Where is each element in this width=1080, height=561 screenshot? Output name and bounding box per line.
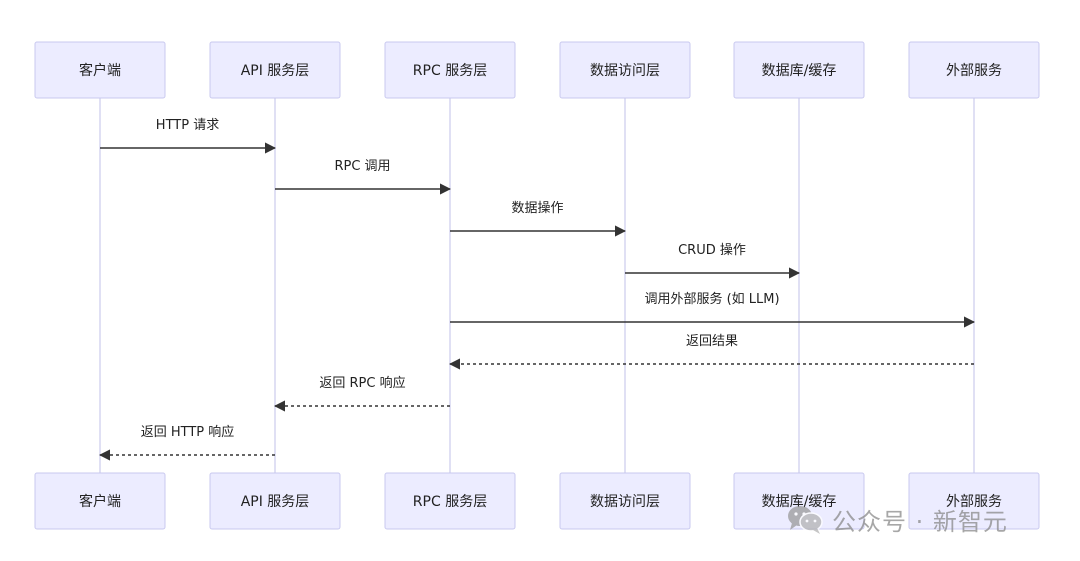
participant-box bbox=[559, 472, 691, 530]
participant-client-bottom: 客户端 bbox=[34, 472, 166, 530]
participant-label: 客户端 bbox=[79, 62, 121, 79]
participant-label: API 服务层 bbox=[241, 63, 310, 79]
message-label: 返回 HTTP 响应 bbox=[141, 424, 235, 440]
participant-label: API 服务层 bbox=[241, 494, 310, 510]
participant-box bbox=[908, 472, 1040, 530]
participant-rpc-top: RPC 服务层 bbox=[384, 41, 516, 99]
participant-box bbox=[733, 41, 865, 99]
participant-ext-bottom: 外部服务 bbox=[908, 472, 1040, 530]
participant-db-bottom: 数据库/缓存 bbox=[733, 472, 865, 530]
message-label: CRUD 操作 bbox=[678, 242, 746, 258]
participant-client-top: 客户端 bbox=[34, 41, 166, 99]
participant-dal-bottom: 数据访问层 bbox=[559, 472, 691, 530]
message-label: 返回结果 bbox=[686, 334, 738, 349]
participant-label: 数据库/缓存 bbox=[762, 63, 837, 79]
message-3: 数据操作 bbox=[450, 200, 627, 237]
watermark: 公众号 · 新智元 bbox=[786, 499, 1008, 539]
watermark-text: 公众号 · 新智元 bbox=[832, 507, 1008, 536]
participant-box bbox=[34, 472, 166, 530]
participant-label: 外部服务 bbox=[946, 63, 1002, 79]
participant-box bbox=[209, 41, 341, 99]
message-label: 返回 RPC 响应 bbox=[319, 375, 405, 391]
participant-ext-top: 外部服务 bbox=[908, 41, 1040, 99]
message-5: 调用外部服务 (如 LLM) bbox=[450, 291, 976, 328]
participant-label: 数据访问层 bbox=[590, 494, 660, 510]
participant-dal-top: 数据访问层 bbox=[559, 41, 691, 99]
participant-label: RPC 服务层 bbox=[413, 494, 487, 510]
participant-box bbox=[209, 472, 341, 530]
message-7: 返回 RPC 响应 bbox=[273, 375, 450, 412]
wechat-icon bbox=[788, 506, 823, 534]
participant-box bbox=[384, 41, 516, 99]
message-4: CRUD 操作 bbox=[625, 242, 801, 279]
message-1: HTTP 请求 bbox=[100, 118, 277, 154]
message-label: 数据操作 bbox=[511, 200, 563, 216]
participant-label: RPC 服务层 bbox=[413, 63, 487, 79]
participant-label: 数据访问层 bbox=[590, 63, 660, 79]
message-label: RPC 调用 bbox=[334, 159, 390, 174]
participant-box bbox=[34, 41, 166, 99]
participant-db-top: 数据库/缓存 bbox=[733, 41, 865, 99]
participant-box bbox=[908, 41, 1040, 99]
participant-api-bottom: API 服务层 bbox=[209, 472, 341, 530]
participant-rpc-bottom: RPC 服务层 bbox=[384, 472, 516, 530]
message-2: RPC 调用 bbox=[275, 159, 452, 195]
participant-box bbox=[384, 472, 516, 530]
participant-label: 客户端 bbox=[79, 493, 121, 510]
participant-api-top: API 服务层 bbox=[209, 41, 341, 99]
message-6: 返回结果 bbox=[448, 334, 974, 370]
participant-box bbox=[733, 472, 865, 530]
participant-box bbox=[559, 41, 691, 99]
participant-label: 数据库/缓存 bbox=[762, 494, 837, 510]
message-8: 返回 HTTP 响应 bbox=[98, 424, 275, 461]
message-label: HTTP 请求 bbox=[156, 118, 219, 133]
message-label: 调用外部服务 (如 LLM) bbox=[644, 291, 779, 307]
participant-label: 外部服务 bbox=[946, 494, 1002, 510]
